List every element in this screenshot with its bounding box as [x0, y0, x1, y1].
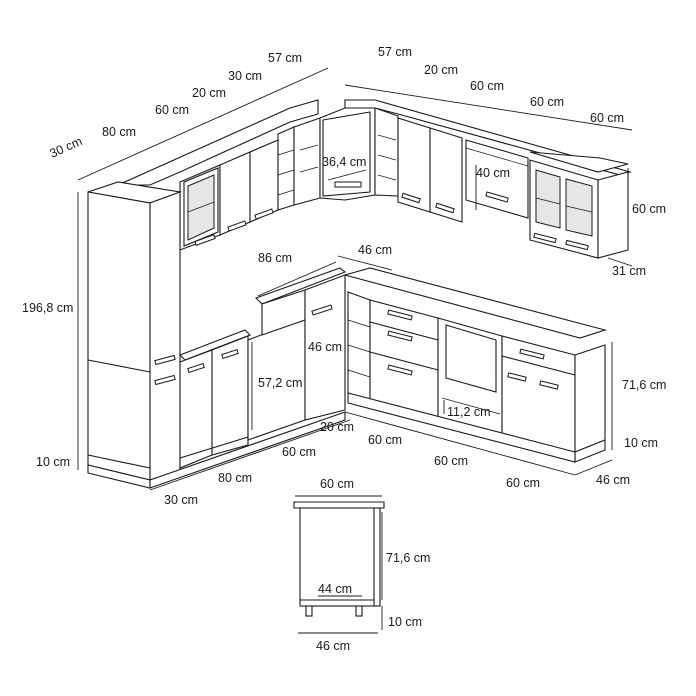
handle: [154, 374, 176, 386]
label-upper-right-20: 20 cm: [424, 63, 458, 77]
label-upper-right-57: 57 cm: [378, 45, 412, 59]
glass-door-cabinet: [535, 169, 561, 229]
label-base-right-depth: 46 cm: [596, 473, 630, 487]
upper-left-wall-cabinets: [117, 99, 321, 251]
label-upper-left-20: 20 cm: [192, 86, 226, 100]
label-upper-left-60: 60 cm: [155, 103, 189, 117]
label-upper-depth: 31 cm: [612, 264, 646, 278]
handle: [194, 234, 216, 246]
handle: [221, 348, 239, 360]
handle: [519, 348, 545, 360]
label-detail-height: 71,6 cm: [386, 551, 430, 565]
hood-cabinet: [465, 139, 529, 219]
label-detail-depth: 46 cm: [316, 639, 350, 653]
handle: [154, 354, 176, 366]
plinth-left-base: [149, 411, 346, 489]
label-upper-left-depth: 30 cm: [48, 134, 85, 161]
handle: [485, 191, 509, 203]
base-right-cabinets: [342, 267, 607, 463]
label-sink-front: 46 cm: [308, 340, 342, 354]
label-sink-width: 86 cm: [258, 251, 292, 265]
label-corner-width: 36,4 cm: [322, 155, 366, 169]
handle: [387, 330, 413, 342]
label-base-right-60b: 60 cm: [434, 454, 468, 468]
label-upper-left-57: 57 cm: [268, 51, 302, 65]
handle: [401, 192, 421, 204]
label-base-height: 71,6 cm: [622, 378, 666, 392]
handle: [387, 309, 413, 321]
handle: [227, 220, 247, 232]
handle: [435, 202, 455, 214]
label-base-left-60: 60 cm: [282, 445, 316, 459]
label-upper-left-30: 30 cm: [228, 69, 262, 83]
handle: [565, 239, 589, 251]
label-hood-height: 40 cm: [476, 166, 510, 180]
label-oven-gap: 11,2 cm: [447, 405, 491, 419]
base-left-cabinets: [179, 267, 347, 469]
label-base-right-20: 20 cm: [320, 420, 354, 434]
label-detail-width: 60 cm: [320, 477, 354, 491]
dimension-labels: 30 cm 80 cm 60 cm 20 cm 30 cm 57 cm 57 c…: [22, 45, 666, 653]
tall-cabinet: [87, 181, 183, 481]
label-plinth-left: 10 cm: [36, 455, 70, 469]
label-upper-height: 60 cm: [632, 202, 666, 216]
handle: [387, 364, 413, 376]
label-base-left-30: 30 cm: [164, 493, 198, 507]
dimension-lines: [77, 67, 633, 491]
label-base-left-80: 80 cm: [218, 471, 252, 485]
handle: [254, 208, 274, 220]
label-upper-right-60b: 60 cm: [530, 95, 564, 109]
label-base-right-60c: 60 cm: [506, 476, 540, 490]
handle: [187, 362, 205, 374]
upper-right-wall-cabinets: [344, 99, 632, 259]
handle: [539, 380, 559, 390]
handle: [507, 372, 527, 382]
detail-base-cabinet: [293, 495, 385, 634]
label-upper-right-60c: 60 cm: [590, 111, 624, 125]
upper-corner-cabinet: [319, 107, 399, 201]
label-base-right-60a: 60 cm: [368, 433, 402, 447]
label-plinth-right: 10 cm: [624, 436, 658, 450]
label-upper-left-80: 80 cm: [102, 125, 136, 139]
label-detail-plinth: 10 cm: [388, 615, 422, 629]
handle: [334, 181, 362, 188]
handle: [311, 304, 333, 316]
label-tall-height: 196,8 cm: [22, 301, 73, 315]
label-sink-height: 57,2 cm: [258, 376, 302, 390]
handle: [533, 232, 557, 244]
open-shelf-upper-left: [277, 126, 295, 211]
label-upper-right-60a: 60 cm: [470, 79, 504, 93]
label-detail-inner: 44 cm: [318, 582, 352, 596]
label-sink-depth: 46 cm: [358, 243, 392, 257]
